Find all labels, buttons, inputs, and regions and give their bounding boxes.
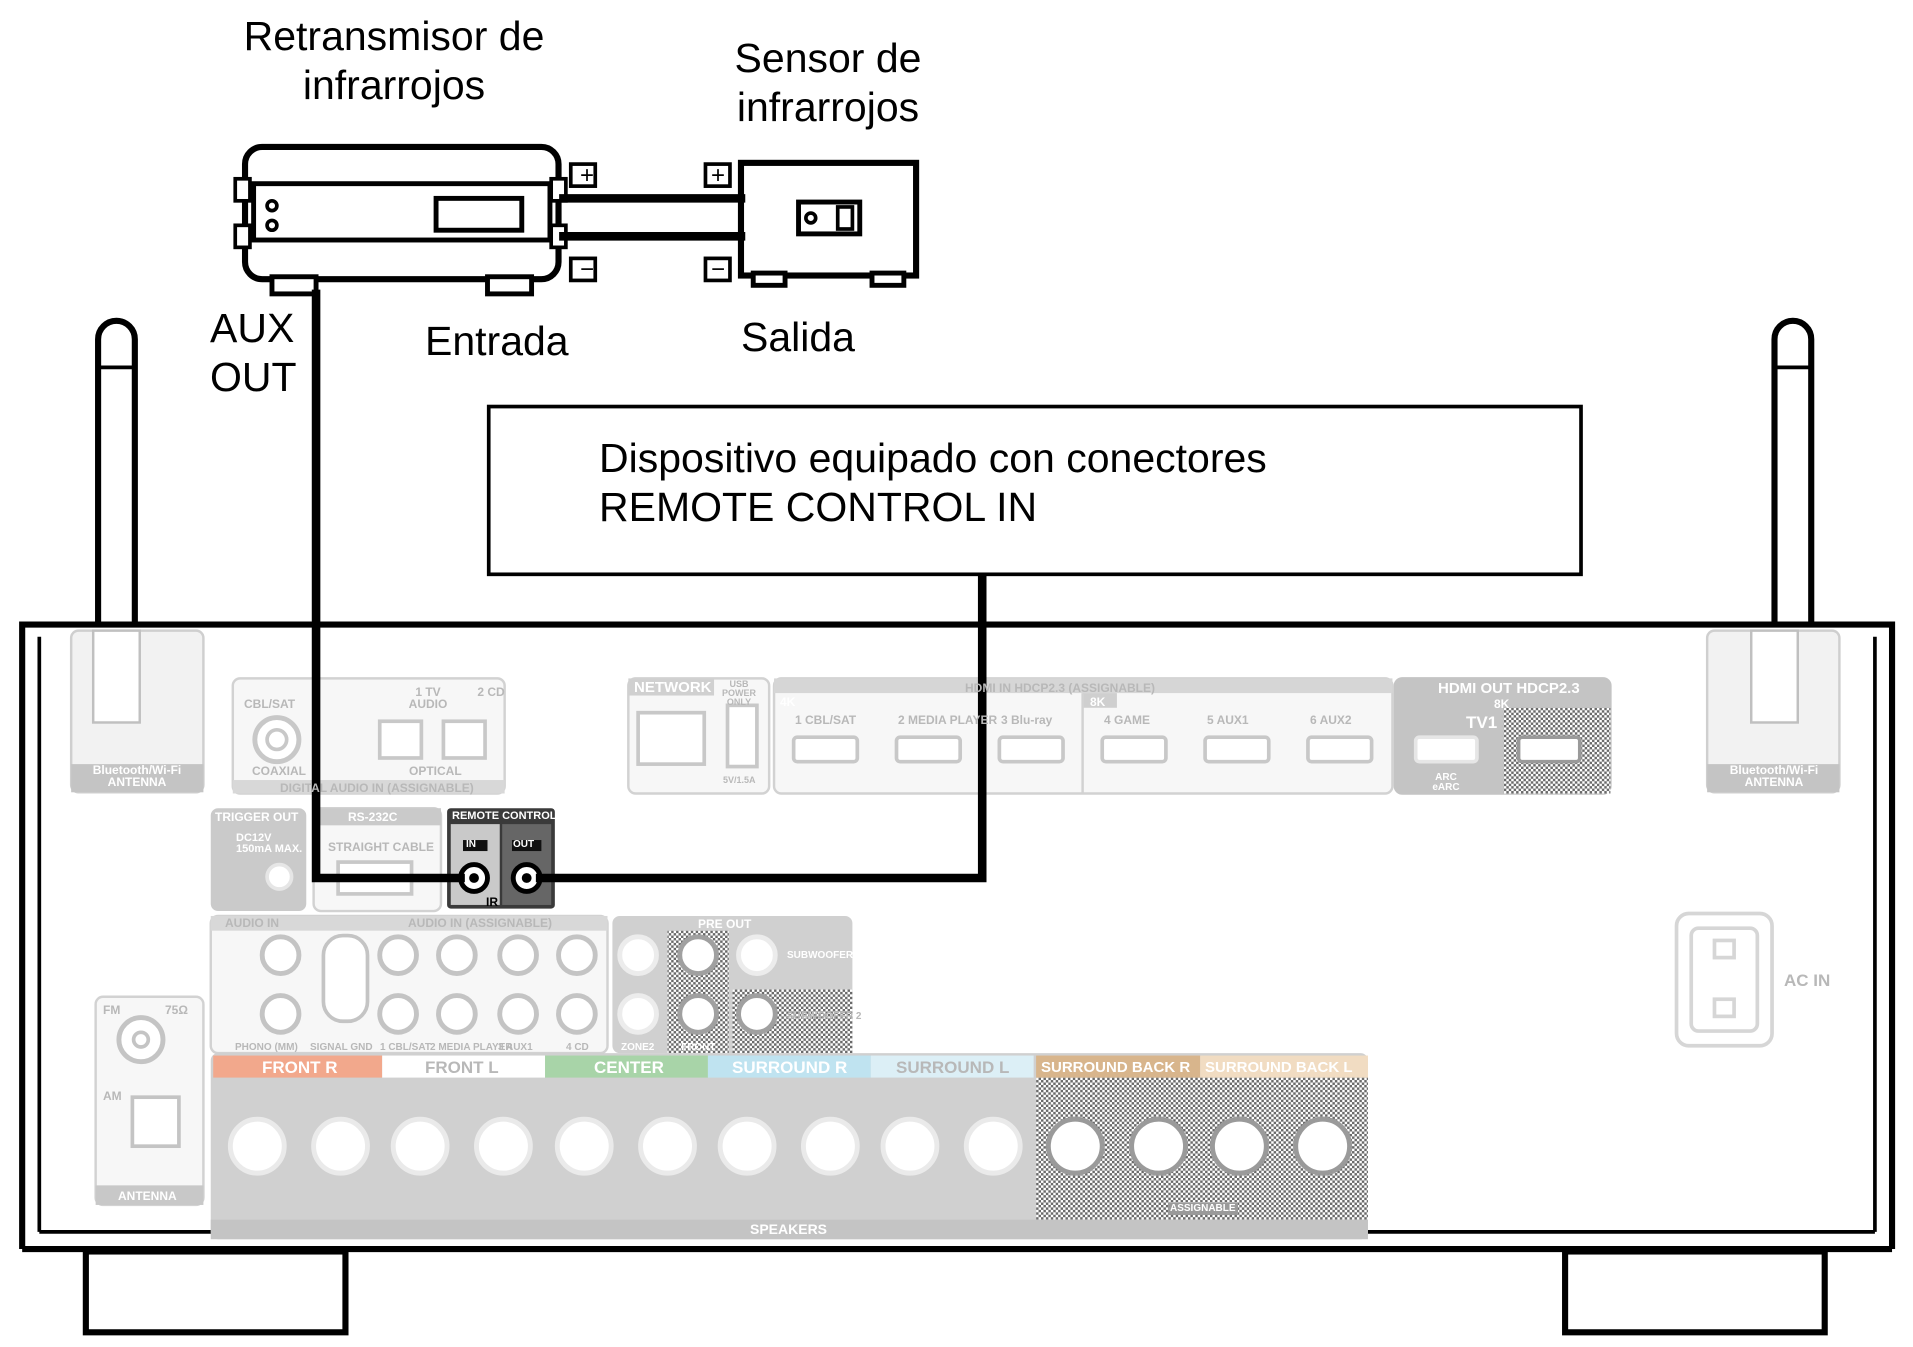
speaker-label-surround-back-r: SURROUND BACK R — [1041, 1059, 1191, 1076]
trigger-rating-label: DC12V 150mA MAX. — [236, 832, 303, 855]
hdmi-input-5: 5 AUX1 — [1207, 713, 1249, 727]
hdmi-input-1: 1 CBL/SAT — [795, 713, 857, 727]
plus-marker-sensor: + — [710, 162, 725, 189]
remote-control-label: REMOTE CONTROL — [452, 810, 557, 822]
audio-input-4: 4 CD — [566, 1042, 589, 1053]
trigger-out-label: TRIGGER OUT — [215, 810, 299, 824]
input-label: Entrada — [425, 318, 569, 364]
antenna-fm-am-label: ANTENNA — [118, 1189, 177, 1203]
ir-repeater-label: Retransmisor de infrarrojos — [243, 13, 545, 109]
device-box — [486, 404, 1583, 577]
antenna-label-right: Bluetooth/Wi-Fi ANTENNA — [1729, 763, 1819, 789]
plus-marker-repeater: + — [579, 162, 594, 189]
usb-power-label: USB POWER ONLY — [722, 679, 757, 707]
hdmi-4k-label: 4K — [780, 695, 796, 709]
device-label: Dispositivo equipado con conectores REMO… — [599, 435, 1267, 531]
rc-ir-label: IR — [486, 895, 498, 909]
speaker-terminals-block — [210, 1053, 1368, 1240]
audio-input-1: 1 CBL/SAT — [380, 1042, 431, 1053]
usb-rating-label: 5V/1.5A — [723, 775, 756, 785]
hdmi-8k-label: 8K — [1090, 695, 1106, 709]
subwoofer2-label: SUBWOOFER 2 — [787, 1011, 862, 1022]
fm-am-antenna-block — [94, 995, 205, 1207]
subwoofer1-label: SUBWOOFER 1 — [787, 950, 862, 961]
fm-ohm-label: 75Ω — [165, 1003, 188, 1017]
speaker-label-surround-r: SURROUND R — [732, 1058, 848, 1077]
cable-ir-out-to-device — [535, 571, 987, 883]
network-label: NETWORK — [634, 679, 712, 696]
straight-cable-label: STRAIGHT CABLE — [328, 840, 434, 854]
tv1-label: TV1 — [1466, 713, 1498, 732]
assignable-label: ASSIGNABLE — [1168, 1203, 1238, 1215]
antenna-label-left: Bluetooth/Wi-Fi ANTENNA — [92, 763, 182, 789]
hdmi-input-6: 6 AUX2 — [1310, 713, 1352, 727]
trigger-rs232-block — [210, 806, 443, 913]
hdmi-input-3: 3 Blu-ray — [1001, 713, 1053, 727]
out-8k-label: 8K — [1494, 697, 1510, 711]
cd-label: 2 CD — [477, 685, 505, 699]
phono-label: PHONO (MM) — [235, 1042, 298, 1053]
polarity-markers — [568, 162, 732, 283]
am-label: AM — [103, 1089, 122, 1103]
rs232c-label: RS-232C — [348, 810, 398, 824]
audio-in-assignable-label: AUDIO IN (ASSIGNABLE) — [408, 916, 552, 930]
speakers-label: SPEAKERS — [750, 1221, 828, 1237]
rc-in-label: IN — [466, 839, 476, 850]
minus-marker-repeater: − — [579, 256, 594, 283]
cables — [311, 194, 987, 883]
front-pre-label: FRONT — [681, 1042, 716, 1053]
ir-sensor-device — [737, 159, 920, 288]
ir-repeater-device — [233, 143, 568, 297]
pre-out-label: PRE OUT — [698, 917, 752, 931]
tv-audio-label: 1 TV AUDIO — [408, 685, 448, 711]
remote-control-block — [447, 808, 555, 909]
speaker-label-center: CENTER — [594, 1058, 664, 1077]
pre-out-block — [612, 915, 853, 1054]
cable-aux-out-to-ir-in — [311, 289, 465, 883]
arc-label: ARC eARC — [1432, 772, 1460, 793]
ir-sensor-label: Sensor de infrarrojos — [734, 35, 922, 131]
ac-inlet — [1674, 911, 1774, 1048]
aux-out-label: AUX OUT — [210, 305, 297, 401]
signal-gnd-label: SIGNAL GND — [310, 1042, 373, 1053]
ac-in-label: AC IN — [1784, 971, 1831, 990]
hdmi-in-label: HDMI IN HDCP2.3 (ASSIGNABLE) — [965, 681, 1156, 695]
fm-label: FM — [103, 1003, 121, 1017]
digital-audio-block — [231, 677, 506, 795]
hdmi-input-2: 2 MEDIA PLAYER — [898, 713, 998, 727]
hdmi-input-4: 4 GAME — [1104, 713, 1151, 727]
antenna-connector-right — [1705, 629, 1841, 794]
minus-marker-sensor: − — [710, 256, 725, 283]
cbl-sat-label: CBL/SAT — [244, 697, 296, 711]
digital-audio-in-label: DIGITAL AUDIO IN (ASSIGNABLE) — [280, 781, 474, 795]
audio-in-label: AUDIO IN — [225, 916, 279, 930]
speaker-label-front-r: FRONT R — [262, 1058, 338, 1077]
audio-input-3: 3 AUX1 — [498, 1042, 533, 1053]
speaker-label-front-l: FRONT L — [425, 1058, 499, 1077]
hdmi-out-label: HDMI OUT HDCP2.3 — [1438, 680, 1580, 697]
speaker-label-surround-back-l: SURROUND BACK L — [1205, 1059, 1353, 1076]
coaxial-label: COAXIAL — [252, 764, 306, 778]
hdmi-in-block — [772, 677, 1394, 795]
zone2-label: ZONE2 — [621, 1042, 655, 1053]
audio-input-2: 2 MEDIA PLAYER — [430, 1042, 513, 1053]
optical-label: OPTICAL — [409, 764, 462, 778]
network-usb-block — [627, 677, 771, 795]
speaker-label-surround-l: SURROUND L — [896, 1058, 1010, 1077]
analog-audio-block — [209, 914, 609, 1055]
output-label: Salida — [741, 314, 855, 360]
rc-out-label: OUT — [513, 839, 535, 850]
hdmi-out-block — [1393, 677, 1612, 795]
antenna-connector-left — [69, 629, 205, 794]
